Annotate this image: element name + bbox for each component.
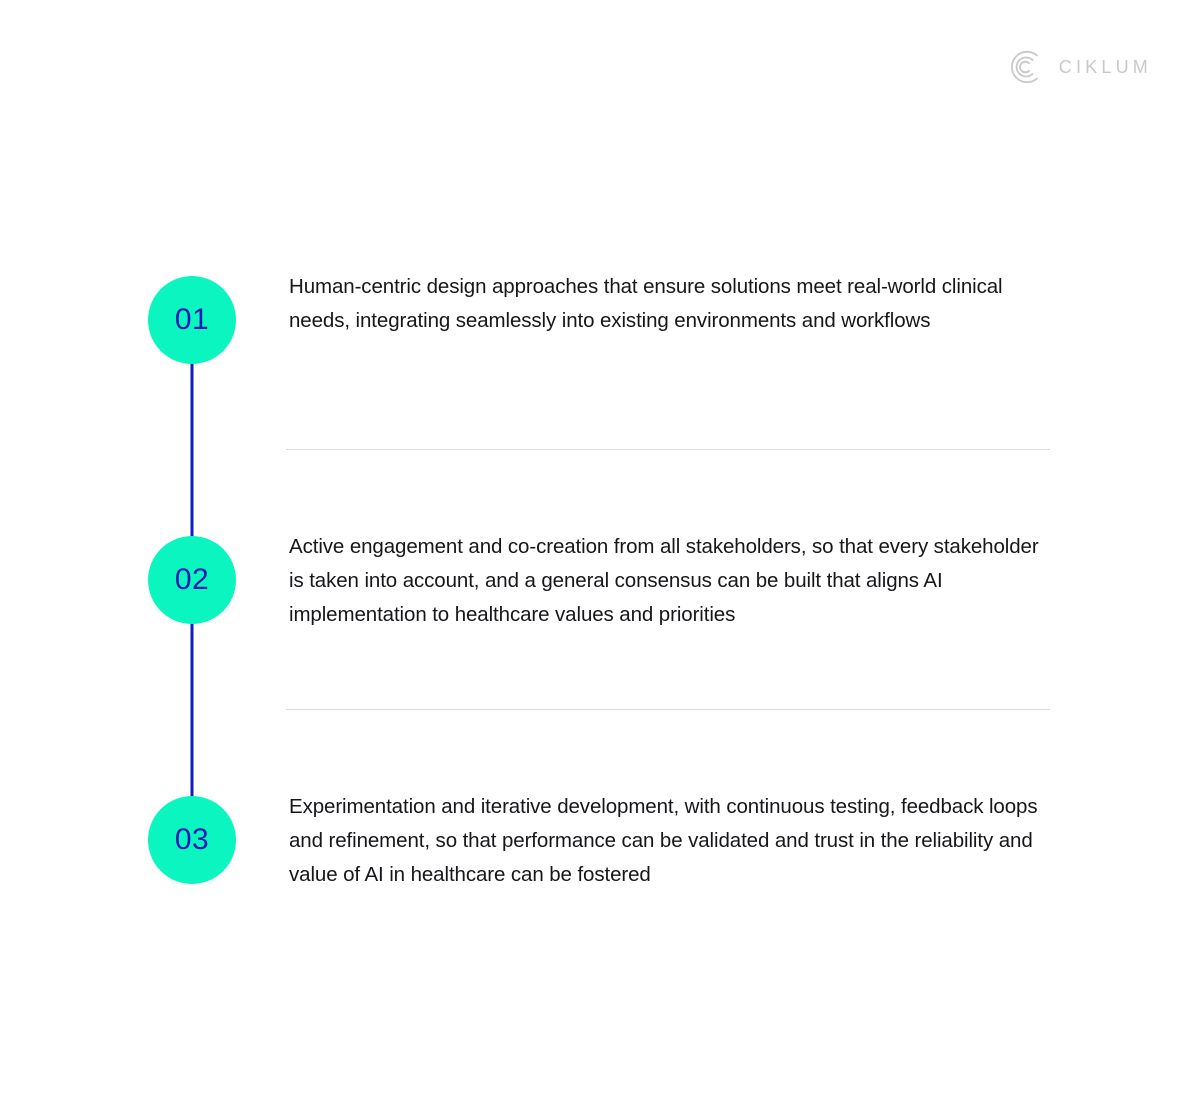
step-description: Experimentation and iterative developmen… (289, 795, 1038, 886)
step-number-label: 02 (174, 563, 210, 596)
step-description: Human-centric design approaches that ens… (289, 275, 1003, 332)
step-number-badge: 02 (148, 536, 236, 624)
step-divider (286, 449, 1050, 450)
step-description: Active engagement and co-creation from a… (289, 535, 1039, 626)
ciklum-arcs-logo-icon (1010, 50, 1038, 84)
step-divider (286, 709, 1050, 710)
step-number-label: 01 (174, 303, 210, 336)
brand-logo: CIKLUM (1007, 48, 1152, 86)
step-number-badge: 03 (148, 796, 236, 884)
step-number-badge: 01 (148, 276, 236, 364)
step-number-label: 03 (174, 823, 210, 856)
brand-name: CIKLUM (1058, 56, 1152, 77)
